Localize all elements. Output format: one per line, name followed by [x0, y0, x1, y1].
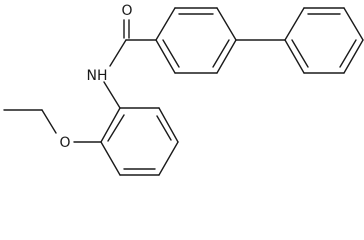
ethoxy-group [3, 109, 102, 143]
carbonyl-oxygen-label: O [121, 3, 132, 19]
terminal-phenyl-ring [284, 7, 364, 74]
ether-oxygen-label: O [59, 135, 70, 151]
n-aryl-bond [103, 81, 121, 109]
amide-nitrogen-label: NH [87, 68, 108, 84]
chemical-structure: O NH O [3, 3, 364, 176]
amide-group [109, 19, 157, 67]
central-phenyl-ring [155, 7, 237, 74]
ethoxyphenyl-ring [100, 107, 179, 176]
